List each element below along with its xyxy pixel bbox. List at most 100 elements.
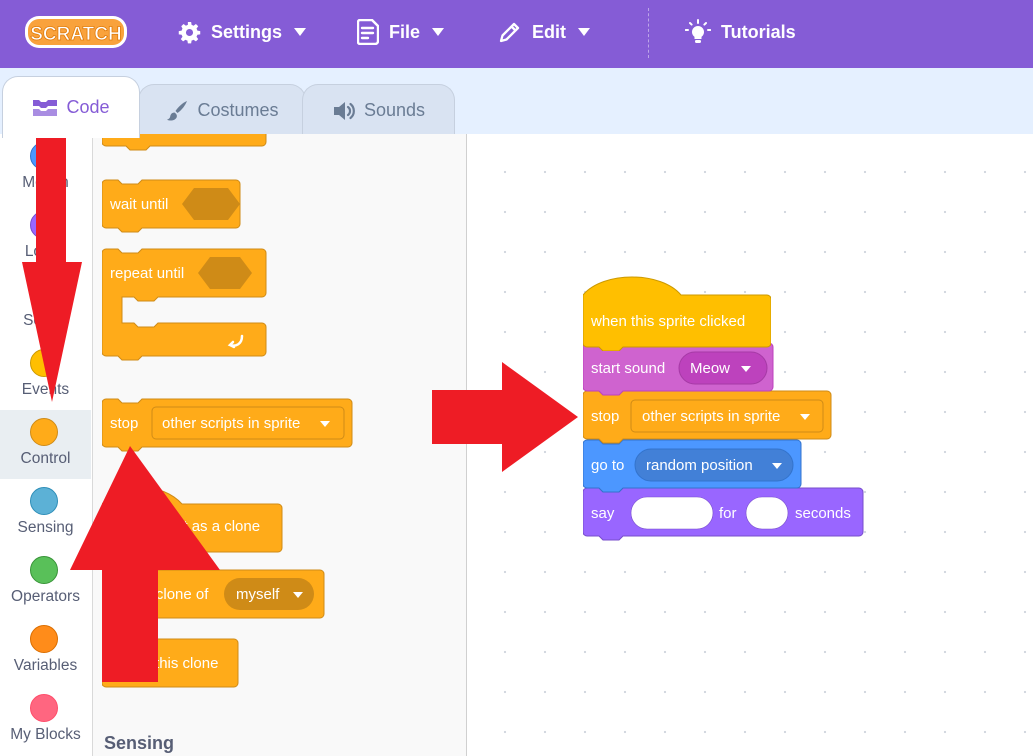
- category-label: My Blocks: [10, 726, 81, 743]
- settings-label: Settings: [211, 21, 283, 42]
- events-dot-icon: [30, 349, 58, 377]
- category-label: Operators: [11, 588, 80, 605]
- pencil-icon: [499, 22, 520, 43]
- script-block-go-to[interactable]: go to random position: [583, 439, 805, 495]
- settings-menu[interactable]: Settings: [178, 0, 307, 64]
- stop-label: stop: [110, 415, 138, 432]
- operators-dot-icon: [30, 556, 58, 584]
- palette-block-repeat-until[interactable]: repeat until: [102, 248, 268, 366]
- stop-option-value: other scripts in sprite: [642, 408, 780, 425]
- script-block-stop[interactable]: stop other scripts in sprite: [583, 390, 835, 446]
- logo-text: SCRATCH: [30, 24, 121, 45]
- palette-block-wait-until[interactable]: wait until: [102, 179, 242, 237]
- script-block-start-sound[interactable]: start sound Meow: [583, 342, 777, 398]
- palette-block-create-clone[interactable]: create clone of myself: [102, 569, 326, 627]
- category-my-blocks[interactable]: My Blocks: [0, 686, 91, 755]
- category-label: Variables: [13, 657, 78, 674]
- category-events[interactable]: Events: [0, 341, 91, 410]
- variables-dot-icon: [30, 625, 58, 653]
- palette-block-when-start-clone[interactable]: when I start as a clone: [102, 484, 284, 556]
- scratch-logo[interactable]: SCRATCH: [24, 14, 128, 50]
- category-label: Events: [21, 381, 70, 398]
- category-sensing[interactable]: Sensing: [0, 479, 91, 548]
- boolean-slot[interactable]: [198, 257, 252, 289]
- category-label: Sensing: [17, 519, 74, 536]
- file-icon: [357, 19, 379, 45]
- category-variables[interactable]: Variables: [0, 617, 91, 686]
- say-label: say: [591, 505, 615, 522]
- say-text-value: Got Me!: [645, 505, 698, 522]
- menu-separator: [648, 8, 649, 58]
- tab-costumes[interactable]: Costumes: [138, 84, 306, 136]
- stop-option-dropdown[interactable]: [630, 399, 824, 433]
- caret-down-icon: [578, 28, 590, 36]
- script-block-when-sprite-clicked[interactable]: when this sprite clicked: [583, 275, 771, 351]
- tab-code-label: Code: [66, 97, 110, 117]
- file-label: File: [389, 21, 421, 42]
- stop-option-value: other scripts in sprite: [162, 415, 300, 432]
- file-menu[interactable]: File: [357, 0, 445, 64]
- looks-dot-icon: [30, 211, 58, 239]
- seconds-value: 2: [763, 505, 771, 522]
- caret-down-icon: [432, 28, 445, 36]
- sound-dot-icon: [30, 280, 58, 308]
- palette-block-partial[interactable]: [102, 134, 268, 164]
- category-looks[interactable]: Looks: [0, 203, 91, 272]
- my-blocks-dot-icon: [30, 694, 58, 722]
- gear-icon: [178, 21, 201, 43]
- sensing-section-heading: Sensing: [104, 733, 175, 753]
- script-workspace[interactable]: say Got Me! for 2 seconds go to random p…: [467, 134, 1033, 756]
- speaker-icon: [333, 101, 355, 120]
- sensing-dot-icon: [30, 487, 58, 515]
- category-motion[interactable]: Motion: [0, 134, 91, 203]
- palette-block-stop[interactable]: stop other scripts in sprite: [102, 398, 354, 458]
- code-blocks-icon: [33, 99, 58, 116]
- seconds-label: seconds: [795, 505, 851, 522]
- stop-option-dropdown[interactable]: [151, 406, 345, 440]
- tab-code[interactable]: Code: [2, 76, 140, 138]
- go-to-target-dropdown[interactable]: [634, 448, 794, 482]
- for-label: for: [719, 505, 737, 522]
- caret-down-icon: [800, 414, 810, 420]
- category-label: Control: [20, 450, 71, 467]
- sound-dropdown[interactable]: [678, 351, 768, 385]
- boolean-slot[interactable]: [182, 188, 240, 220]
- category-sound[interactable]: Sound: [0, 272, 91, 341]
- when-start-clone-label: when I start as a clone: [109, 518, 260, 535]
- tutorials-button[interactable]: Tutorials: [685, 0, 796, 64]
- category-operators[interactable]: Operators: [0, 548, 91, 617]
- go-to-target-value: random position: [646, 457, 753, 474]
- block-palette: wait until repeat until stop other scrip…: [92, 134, 467, 756]
- caret-down-icon: [320, 421, 330, 427]
- tab-costumes-label: Costumes: [197, 100, 279, 120]
- wait-until-label: wait until: [109, 196, 168, 213]
- clone-target-dropdown[interactable]: [224, 578, 314, 610]
- tab-sounds-label: Sounds: [363, 100, 426, 120]
- stop-label: stop: [591, 408, 619, 425]
- menu-bar: SCRATCH Settings File Edit Tutorials: [0, 0, 1033, 68]
- create-clone-label: create clone of: [110, 586, 209, 603]
- say-text-input[interactable]: [630, 496, 714, 530]
- edit-menu[interactable]: Edit: [498, 0, 590, 64]
- category-menu: Motion Looks Sound Events Control Sensin…: [0, 134, 93, 756]
- category-label: Sound: [23, 312, 68, 329]
- motion-dot-icon: [30, 142, 58, 170]
- seconds-input[interactable]: [745, 496, 789, 530]
- control-dot-icon: [30, 418, 58, 446]
- lightbulb-icon: [685, 19, 711, 43]
- caret-down-icon: [293, 592, 303, 598]
- category-label: Looks: [24, 243, 67, 260]
- palette-block-delete-clone[interactable]: delete this clone: [102, 638, 240, 690]
- brush-icon: [167, 100, 188, 121]
- clone-target-value: myself: [236, 586, 280, 603]
- loop-arrow-icon: [227, 334, 244, 349]
- caret-down-icon: [741, 366, 751, 372]
- tab-sounds[interactable]: Sounds: [302, 84, 455, 136]
- script-block-say-for-seconds[interactable]: say Got Me! for 2 seconds: [583, 487, 867, 547]
- category-control[interactable]: Control: [0, 410, 91, 479]
- hat-label: when this sprite clicked: [590, 313, 745, 330]
- caret-down-icon: [772, 463, 782, 469]
- go-to-label: go to: [591, 457, 624, 474]
- tutorials-label: Tutorials: [721, 21, 796, 42]
- edit-label: Edit: [532, 21, 566, 42]
